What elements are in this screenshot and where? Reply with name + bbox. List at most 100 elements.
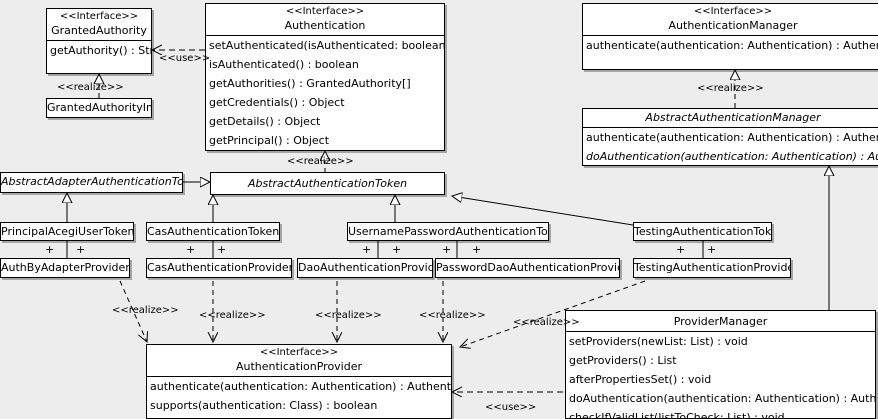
assoc-marker-plus: + — [472, 243, 482, 256]
class-member: getAuthorities() : GrantedAuthority[] — [209, 77, 411, 90]
class-cas-authentication-provider[interactable]: CasAuthenticationProvider — [146, 258, 292, 278]
class-auth-by-adapter-provider[interactable]: AuthByAdapterProvider — [0, 258, 130, 278]
class-header: <<Interface>> Authentication — [206, 4, 444, 35]
member-list: setProviders(newList: List) : void getPr… — [566, 331, 875, 419]
class-username-password-authentication-token[interactable]: UsernamePasswordAuthenticationToken — [347, 222, 549, 241]
class-member: setAuthenticated(isAuthenticated: boolea… — [209, 39, 444, 52]
edge-label-realize-testing-provider: <<realize>> — [513, 317, 580, 328]
member-list: authenticate(authentication: Authenticat… — [147, 376, 451, 415]
class-header: <<Interface>> GrantedAuthority — [47, 9, 151, 40]
class-name: CasAuthenticationProvider — [147, 261, 292, 274]
class-name: TestingAuthenticationProvider — [634, 261, 791, 274]
class-header: ProviderManager — [566, 311, 875, 331]
assoc-marker-plus: + — [186, 243, 196, 256]
class-abstract-authentication-manager[interactable]: AbstractAuthenticationManager authentica… — [582, 108, 878, 166]
edge-label-realize-cas-provider: <<realize>> — [199, 310, 266, 321]
class-name: PrincipalAcegiUserToken — [1, 225, 134, 238]
assoc-marker-plus: + — [76, 243, 86, 256]
edge-label-use-provider-manager: <<use>> — [485, 402, 537, 413]
member-list: setAuthenticated(isAuthenticated: boolea… — [206, 35, 444, 150]
class-member: getDetails() : Object — [209, 115, 321, 128]
class-name: AbstractAdapterAuthenticationToken — [1, 175, 183, 188]
class-header: TestingAuthenticationProvider — [634, 259, 790, 277]
class-header: DaoAuthenticationProvider — [298, 259, 432, 277]
class-header: PrincipalAcegiUserToken — [1, 223, 134, 240]
class-header: PasswordDaoAuthenticationProvider — [436, 259, 619, 277]
class-header: GrantedAuthorityImpl — [47, 99, 151, 117]
class-name: DaoAuthenticationProvider — [298, 261, 433, 274]
class-header: <<Interface>> AuthenticationProvider — [147, 345, 451, 376]
class-password-dao-authentication-provider[interactable]: PasswordDaoAuthenticationProvider — [435, 258, 620, 278]
edge-label-use-granted-authority: <<use>> — [159, 53, 211, 64]
class-testing-authentication-token[interactable]: TestingAuthenticationToken — [633, 222, 772, 241]
class-member: getProviders() : List — [569, 354, 677, 367]
edge-label-realize-dao-provider: <<realize>> — [315, 310, 382, 321]
class-member: afterPropertiesSet() : void — [569, 373, 712, 386]
member-list: authenticate(authentication: Authenticat… — [583, 127, 878, 165]
class-abstract-authentication-token[interactable]: AbstractAuthenticationToken — [210, 172, 445, 195]
class-authentication[interactable]: <<Interface>> Authentication setAuthenti… — [205, 3, 445, 151]
class-header: CasAuthenticationToken — [147, 223, 280, 240]
class-name: AuthenticationProvider — [235, 360, 363, 373]
class-provider-manager[interactable]: ProviderManager setProviders(newList: Li… — [565, 310, 876, 419]
assoc-marker-plus: + — [707, 243, 717, 256]
class-granted-authority[interactable]: <<Interface>> GrantedAuthority getAuthor… — [46, 8, 152, 74]
assoc-marker-plus: + — [217, 243, 227, 256]
class-principal-acegi-user-token[interactable]: PrincipalAcegiUserToken — [0, 222, 134, 241]
edge-label-realize-granted-authority-impl: <<realize>> — [57, 82, 124, 93]
class-name: AuthByAdapterProvider — [1, 261, 130, 274]
class-dao-authentication-provider[interactable]: DaoAuthenticationProvider — [297, 258, 433, 278]
class-testing-authentication-provider[interactable]: TestingAuthenticationProvider — [633, 258, 791, 278]
edge-label-realize-abstract-auth-manager: <<realize>> — [697, 83, 764, 94]
class-header: UsernamePasswordAuthenticationToken — [348, 223, 549, 240]
stereotype-label: <<Interface>> — [693, 6, 773, 17]
assoc-marker-plus: + — [676, 243, 686, 256]
class-member: authenticate(authentication: Authenticat… — [586, 131, 878, 144]
class-member: doAuthentication(authentication: Authent… — [586, 150, 878, 163]
class-cas-authentication-token[interactable]: CasAuthenticationToken — [146, 222, 280, 241]
edge-label-realize-password-dao-provider: <<realize>> — [419, 310, 486, 321]
class-name: AuthenticationManager — [668, 19, 798, 32]
class-name: CasAuthenticationToken — [147, 225, 280, 238]
class-granted-authority-impl[interactable]: GrantedAuthorityImpl — [46, 98, 152, 118]
class-authentication-manager[interactable]: <<Interface>> AuthenticationManager auth… — [582, 3, 878, 70]
class-name: PasswordDaoAuthenticationProvider — [436, 261, 620, 274]
class-name: TestingAuthenticationToken — [634, 225, 772, 238]
class-member: checkIfValidList(listToCheck: List) : vo… — [569, 411, 785, 419]
class-header: <<Interface>> AuthenticationManager — [583, 4, 878, 35]
class-member: getCredentials() : Object — [209, 96, 345, 109]
class-name: AbstractAuthenticationManager — [645, 111, 821, 124]
class-member: isAuthenticated() : boolean — [209, 58, 359, 71]
assoc-marker-plus: + — [442, 243, 452, 256]
class-name: UsernamePasswordAuthenticationToken — [348, 225, 549, 238]
assoc-marker-plus: + — [45, 243, 55, 256]
stereotype-label: <<Interface>> — [285, 6, 365, 17]
class-authentication-provider[interactable]: <<Interface>> AuthenticationProvider aut… — [146, 344, 452, 419]
class-header: CasAuthenticationProvider — [147, 259, 291, 277]
assoc-marker-plus: + — [362, 243, 372, 256]
class-name: AbstractAuthenticationToken — [247, 177, 408, 190]
assoc-marker-plus: + — [392, 243, 402, 256]
class-member: getAuthority() : String — [50, 44, 151, 57]
class-name: Authentication — [284, 19, 366, 32]
class-member: setProviders(newList: List) : void — [569, 335, 748, 348]
class-member: getPrincipal() : Object — [209, 134, 330, 147]
stereotype-label: <<Interface>> — [59, 11, 139, 22]
class-member: authenticate(authentication: Authenticat… — [150, 380, 451, 393]
class-member: supports(authentication: Class) : boolea… — [150, 399, 378, 412]
class-abstract-adapter-authentication-token[interactable]: AbstractAdapterAuthenticationToken — [0, 172, 183, 193]
class-header: AbstractAuthenticationToken — [211, 173, 444, 193]
member-list: authenticate(authentication: Authenticat… — [583, 35, 878, 55]
class-header: AuthByAdapterProvider — [1, 259, 129, 277]
class-name: ProviderManager — [673, 315, 768, 328]
class-header: AbstractAdapterAuthenticationToken — [1, 173, 182, 191]
class-header: TestingAuthenticationToken — [634, 223, 772, 240]
member-list: getAuthority() : String — [47, 40, 151, 60]
stereotype-label: <<Interface>> — [259, 347, 339, 358]
edge-label-realize-auth-by-adapter: <<realize>> — [112, 305, 179, 316]
class-member: authenticate(authentication: Authenticat… — [586, 39, 878, 52]
class-name: GrantedAuthorityImpl — [47, 101, 151, 114]
class-name: GrantedAuthority — [51, 24, 147, 37]
class-member: doAuthentication(authentication: Authent… — [569, 392, 875, 405]
